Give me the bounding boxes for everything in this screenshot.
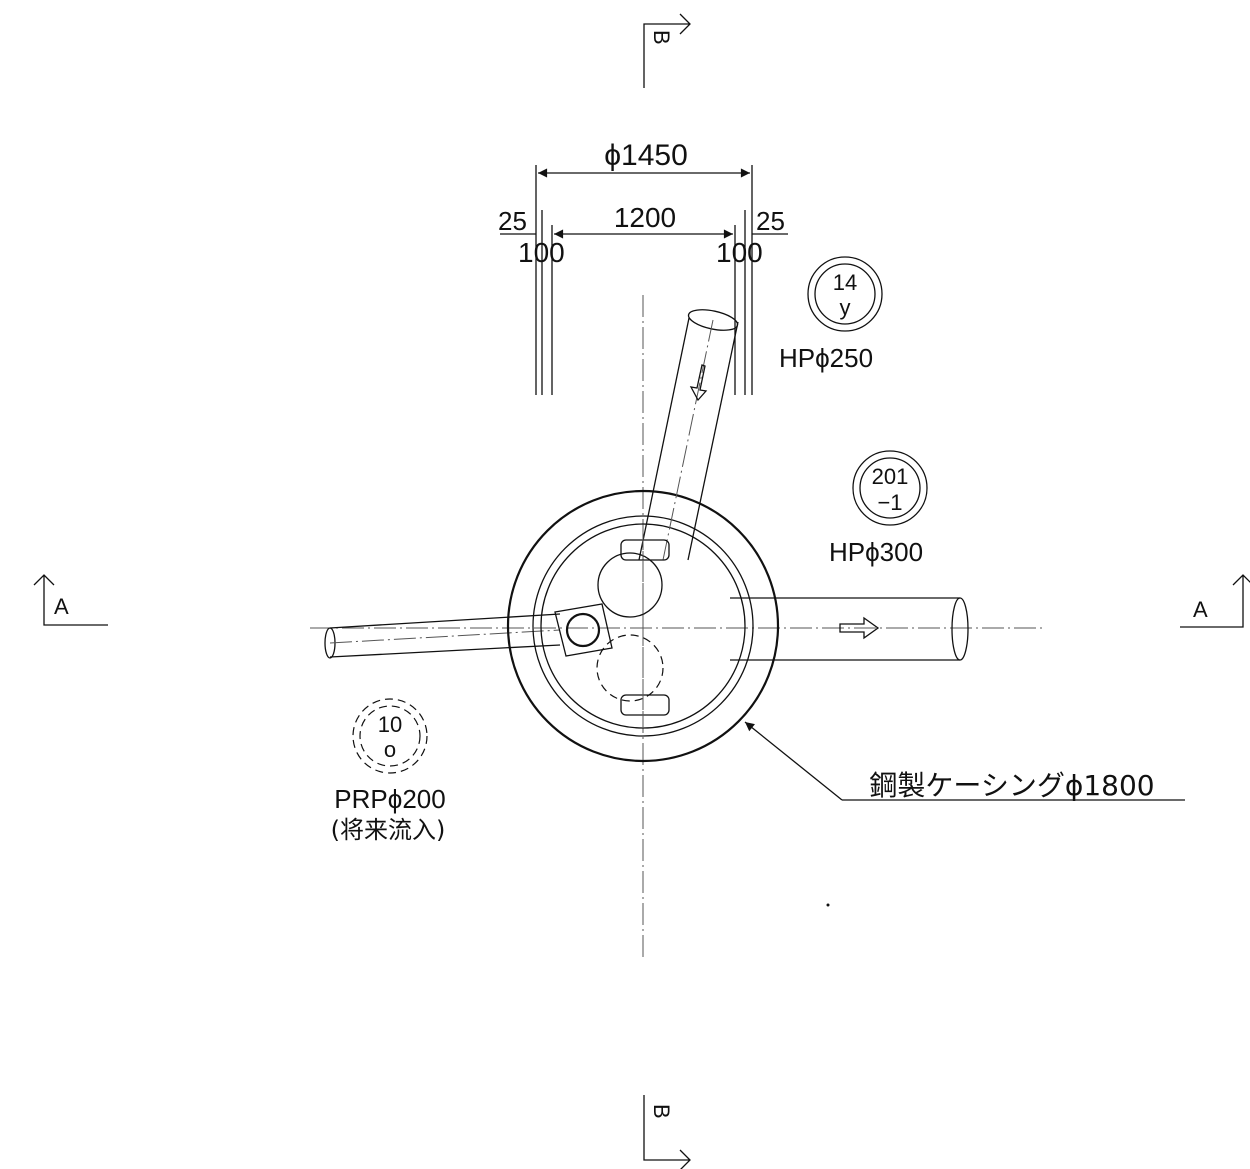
dimension-overall-label: ϕ1450: [604, 139, 688, 172]
section-mark-b-bottom: B: [643, 1095, 691, 1169]
dimension-inner-label: 1200: [614, 202, 676, 233]
inlet-box: [554, 603, 613, 657]
pipe-inlet-top: [638, 309, 739, 561]
section-a-left-label: A: [54, 594, 69, 619]
dimension-left-inner-label: 100: [518, 237, 565, 268]
tag-201-bottom: −1: [877, 490, 902, 515]
inner-bowl-lower: [596, 634, 664, 702]
flow-arrow-right: [839, 616, 880, 640]
casing-callout: 鋼製ケーシングϕ1800: [744, 721, 1185, 802]
inlet-opening: [565, 612, 601, 648]
pipe-tag-10o: 10 o PRPϕ200 (将来流入): [331, 698, 446, 844]
dimension-right-inner-label: 100: [716, 237, 763, 268]
step-upper: [620, 539, 670, 561]
dimension-inner: 1200: [554, 202, 733, 239]
tag-10o-bottom: o: [384, 737, 396, 762]
dimension-right-outer-label: 25: [756, 206, 785, 236]
pipe-outlet-right: [730, 597, 969, 661]
section-b-top-label: B: [649, 30, 674, 45]
pipe-tag-201: 201 −1 HPϕ300: [829, 450, 928, 567]
section-b-bottom-label: B: [649, 1104, 674, 1119]
section-mark-b-top: B: [643, 13, 691, 88]
manhole-interior: [554, 528, 670, 728]
casing-label: 鋼製ケーシングϕ1800: [869, 769, 1154, 802]
stray-mark: [826, 903, 830, 907]
tag-201-top: 201: [872, 464, 909, 489]
riser-wall-lines: [535, 165, 753, 395]
tag-14y-bottom: y: [840, 295, 851, 320]
pipe-spec-hp300: HPϕ300: [829, 537, 923, 567]
pipe-spec-prp200: PRPϕ200: [334, 784, 445, 814]
pipe-spec-hp250: HPϕ250: [779, 343, 873, 373]
steel-casing-outer: [506, 489, 780, 763]
inner-bowl-upper: [597, 552, 663, 618]
section-a-right-label: A: [1193, 597, 1208, 622]
dimension-right-offsets: 25 100: [716, 206, 788, 268]
flow-arrow-down: [689, 364, 708, 402]
pipe-tag-14y: 14 y HPϕ250: [779, 256, 883, 373]
section-mark-a-left: A: [33, 574, 108, 626]
tag-10o-top: 10: [378, 712, 402, 737]
dimension-overall: ϕ1450: [538, 139, 750, 178]
dimension-left-outer-label: 25: [498, 206, 527, 236]
pipe-note-future-inflow: (将来流入): [331, 816, 446, 844]
tag-14y-top: 14: [833, 270, 857, 295]
manhole-wall-outer: [532, 515, 754, 737]
section-mark-a-right: A: [1180, 574, 1250, 628]
step-lower: [620, 694, 670, 716]
pipe-future-left: [324, 613, 561, 659]
dimension-left-offsets: 25 100: [498, 206, 565, 268]
